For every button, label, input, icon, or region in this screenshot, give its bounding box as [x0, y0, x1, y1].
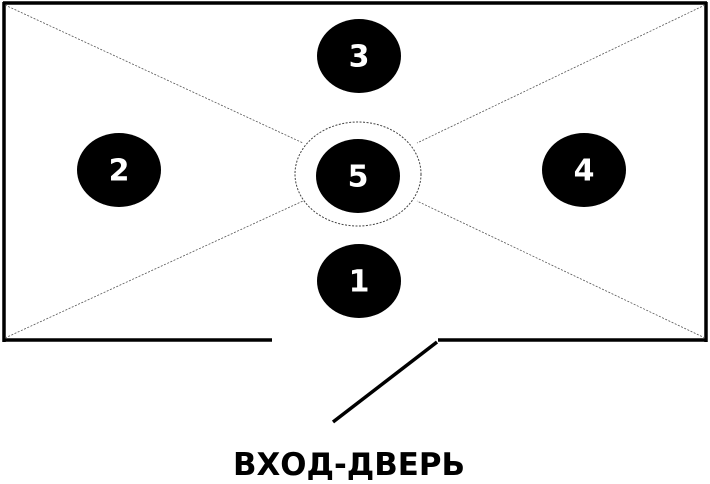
center-ring — [294, 121, 422, 227]
zone-5: 5 — [316, 139, 400, 213]
zone-2-marker — [77, 133, 161, 207]
zone-1-label: 1 — [349, 265, 370, 300]
diagonal-bottom-left — [4, 200, 304, 339]
entrance-pointer-line — [331, 340, 439, 424]
zone-3-label: 3 — [349, 40, 370, 75]
diagonal-top-left — [4, 4, 304, 144]
zone-2: 2 — [77, 133, 161, 207]
diagonal-top-right — [416, 4, 706, 144]
diagonal-bottom-right — [416, 200, 706, 339]
zone-4: 4 — [542, 133, 626, 207]
zone-1: 1 — [317, 244, 401, 318]
zone-1-marker — [317, 244, 401, 318]
zone-3-marker — [317, 19, 401, 93]
zone-4-marker — [542, 133, 626, 207]
entrance-label: ВХОД-ДВЕРЬ — [233, 447, 465, 483]
zone-4-label: 4 — [574, 154, 595, 189]
zone-2-label: 2 — [109, 154, 130, 189]
zone-5-marker — [316, 139, 400, 213]
zone-5-label: 5 — [348, 160, 369, 195]
zone-3: 3 — [317, 19, 401, 93]
